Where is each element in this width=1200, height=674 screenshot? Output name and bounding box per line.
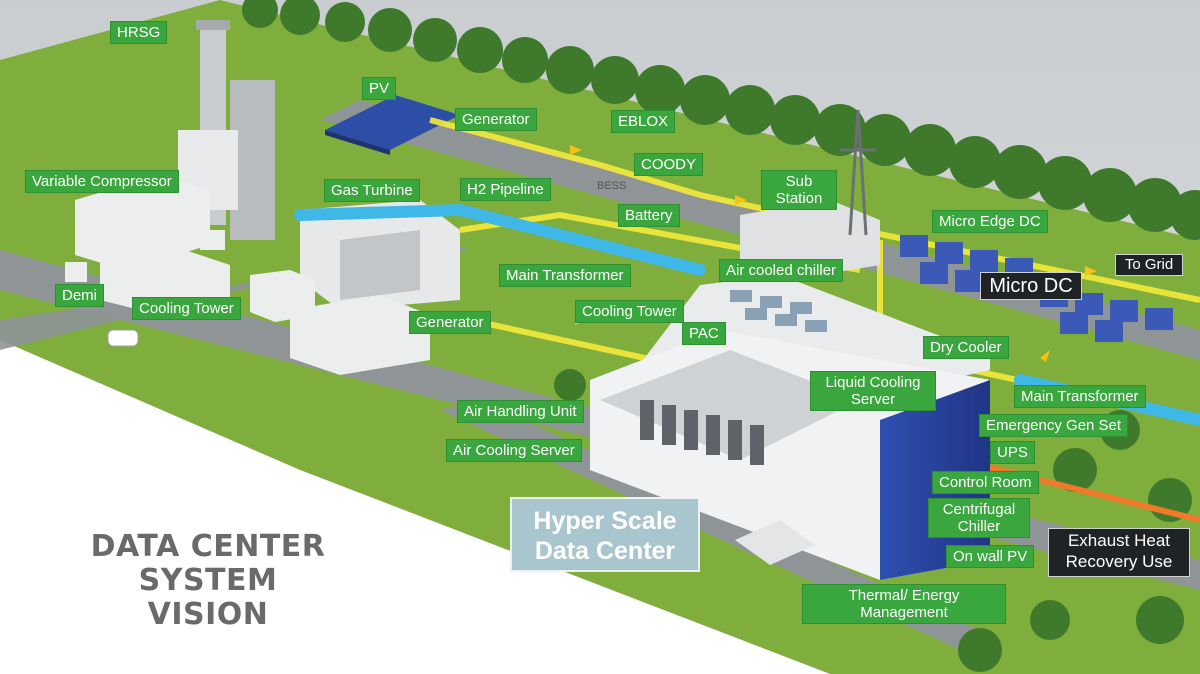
hyper-scale-data-center-label: Hyper Scale Data Center — [510, 497, 700, 572]
label-coody: COODY — [634, 153, 704, 176]
label-hrsg: HRSG — [110, 21, 168, 44]
label-demi: Demi — [55, 284, 105, 307]
hyper-scale-line2: Data Center — [534, 537, 676, 565]
entrance-canopy — [735, 520, 815, 565]
label-control-room: Control Room — [932, 471, 1039, 494]
label-cooling-tower-left: Cooling Tower — [132, 297, 241, 320]
label-main-transformer-right: Main Transformer — [1014, 385, 1146, 408]
label-emergency-gen-set: Emergency Gen Set — [979, 414, 1129, 437]
label-generator-bottom: Generator — [409, 311, 491, 334]
label-ups: UPS — [990, 441, 1035, 464]
car — [107, 329, 139, 347]
label-bess: BESS — [597, 180, 627, 192]
label-dry-cooler: Dry Cooler — [923, 336, 1009, 359]
label-air-cooled-chiller: Air cooled chiller — [719, 259, 844, 282]
label-main-transformer-left: Main Transformer — [499, 264, 631, 287]
title-line2: SYSTEM VISION — [138, 563, 278, 632]
label-pv: PV — [362, 77, 397, 100]
label-on-wall-pv: On wall PV — [946, 545, 1035, 568]
label-thermal-energy-management: Thermal/ Energy Management — [802, 584, 1006, 624]
label-h2-pipeline: H2 Pipeline — [460, 178, 551, 201]
label-variable-compressor: Variable Compressor — [25, 170, 179, 193]
label-pac: PAC — [682, 322, 726, 345]
label-to-grid: To Grid — [1115, 254, 1183, 276]
page-title: DATA CENTER SYSTEM VISION — [78, 530, 338, 632]
label-air-handling-unit: Air Handling Unit — [457, 400, 584, 423]
label-cooling-tower-center: Cooling Tower — [575, 300, 684, 323]
hyper-scale-line1: Hyper Scale — [533, 507, 677, 535]
label-liquid-cooling-server: Liquid Cooling Server — [810, 371, 936, 411]
label-eblox: EBLOX — [611, 110, 676, 133]
label-air-cooling-server: Air Cooling Server — [446, 439, 582, 462]
label-micro-edge-dc: Micro Edge DC — [932, 210, 1048, 233]
label-centrifugal-chiller: Centrifugal Chiller — [928, 498, 1030, 538]
label-exhaust-heat-recovery: Exhaust Heat Recovery Use — [1048, 528, 1190, 577]
pv-array — [325, 95, 460, 155]
title-line1: DATA CENTER — [90, 529, 326, 564]
label-gas-turbine: Gas Turbine — [324, 179, 420, 202]
gas-turbine-building — [300, 200, 460, 310]
hrsg-stack — [178, 20, 275, 240]
label-generator-top: Generator — [455, 108, 537, 131]
label-micro-dc: Micro DC — [980, 272, 1082, 300]
foreground-white — [0, 340, 830, 674]
label-battery: Battery — [618, 204, 680, 227]
label-sub-station: Sub Station — [761, 170, 837, 210]
